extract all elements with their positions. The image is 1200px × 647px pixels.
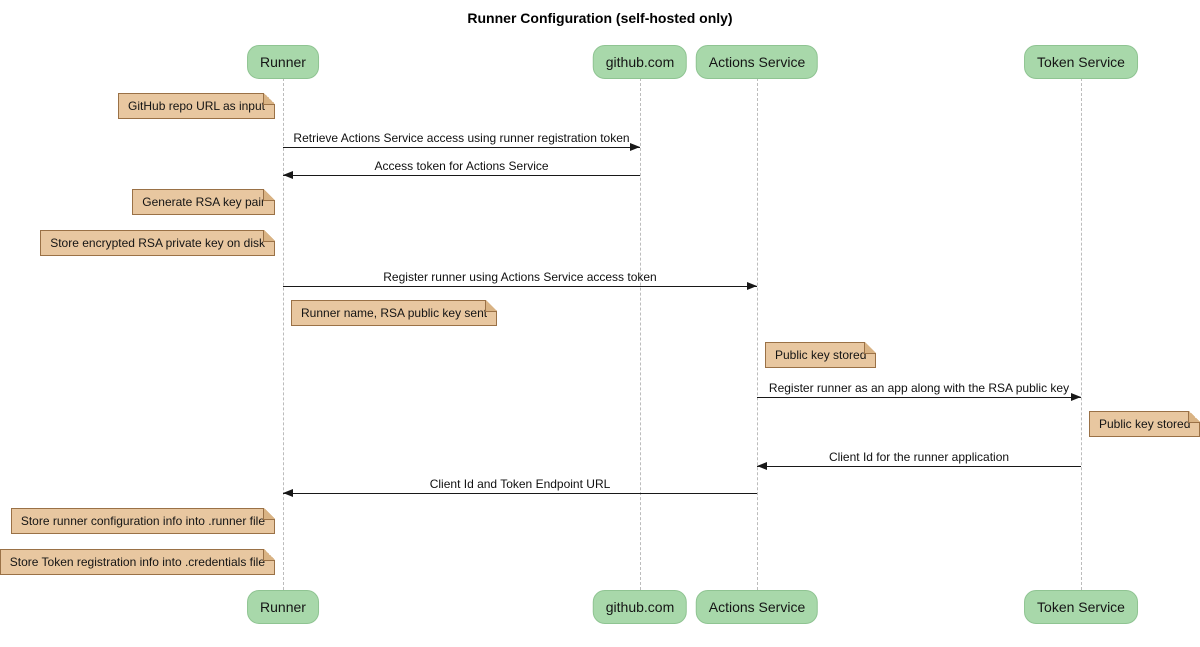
participant-github-com-top: github.com bbox=[592, 45, 688, 79]
message-line bbox=[757, 466, 1081, 467]
note: Runner name, RSA public key sent bbox=[291, 300, 498, 326]
arrowhead-icon bbox=[757, 461, 767, 470]
message-line bbox=[757, 397, 1081, 398]
message-label: Register runner as an app along with the… bbox=[768, 381, 1070, 395]
participant-label: Runner bbox=[260, 54, 306, 70]
arrowhead-icon bbox=[1071, 392, 1081, 401]
note-fold-icon bbox=[263, 230, 275, 242]
note-fold-icon bbox=[485, 300, 498, 312]
message: Register runner as an app along with the… bbox=[757, 381, 1081, 401]
note: Generate RSA key pair bbox=[132, 189, 275, 215]
message-line bbox=[283, 147, 640, 148]
participant-runner-top: Runner bbox=[247, 45, 319, 79]
participant-label: Actions Service bbox=[708, 599, 806, 615]
note: Store runner configuration info into .ru… bbox=[10, 508, 275, 534]
participant-label: github.com bbox=[605, 54, 675, 70]
participant-runner-bottom: Runner bbox=[247, 590, 319, 624]
message: Client Id and Token Endpoint URL bbox=[283, 477, 757, 497]
message-line bbox=[283, 286, 757, 287]
participant-token-service-top: Token Service bbox=[1024, 45, 1138, 79]
note-text: Store encrypted RSA private key on disk bbox=[50, 236, 265, 250]
message-label: Client Id and Token Endpoint URL bbox=[429, 477, 611, 491]
lifeline-token-service bbox=[1080, 78, 1082, 590]
diagram-title: Runner Configuration (self-hosted only) bbox=[467, 10, 733, 26]
message: Access token for Actions Service bbox=[283, 159, 640, 179]
arrowhead-icon bbox=[630, 142, 640, 151]
note-text: Public key stored bbox=[1099, 417, 1191, 431]
participant-github-com-bottom: github.com bbox=[592, 590, 688, 624]
message-label: Retrieve Actions Service access using ru… bbox=[293, 131, 630, 145]
participant-actions-service-top: Actions Service bbox=[695, 45, 819, 79]
note-fold-icon bbox=[263, 549, 275, 561]
arrowhead-icon bbox=[283, 170, 293, 179]
note-text: Public key stored bbox=[775, 348, 867, 362]
note-fold-icon bbox=[1188, 411, 1200, 423]
note-text: Generate RSA key pair bbox=[142, 195, 265, 209]
note: Public key stored bbox=[1089, 411, 1200, 437]
note: Store encrypted RSA private key on disk bbox=[40, 230, 275, 256]
note: Store Token registration info into .cred… bbox=[0, 549, 275, 575]
note-fold-icon bbox=[263, 93, 275, 105]
lifeline-runner bbox=[282, 78, 284, 590]
note-text: Store Token registration info into .cred… bbox=[9, 555, 265, 569]
note-text: GitHub repo URL as input bbox=[128, 99, 265, 113]
lifeline-github-com bbox=[639, 78, 641, 590]
participant-label: Token Service bbox=[1037, 599, 1125, 615]
note-fold-icon bbox=[263, 189, 275, 201]
message-label: Register runner using Actions Service ac… bbox=[383, 270, 657, 284]
participant-label: Token Service bbox=[1037, 54, 1125, 70]
lifeline-actions-service bbox=[756, 78, 758, 590]
message-line bbox=[283, 175, 640, 176]
message: Retrieve Actions Service access using ru… bbox=[283, 131, 640, 151]
note-fold-icon bbox=[864, 342, 877, 354]
message: Register runner using Actions Service ac… bbox=[283, 270, 757, 290]
note: GitHub repo URL as input bbox=[118, 93, 275, 119]
participant-label: github.com bbox=[605, 599, 675, 615]
participant-label: Actions Service bbox=[708, 54, 806, 70]
note-text: Store runner configuration info into .ru… bbox=[20, 514, 265, 528]
note-fold-icon bbox=[263, 508, 275, 520]
participant-actions-service-bottom: Actions Service bbox=[695, 590, 819, 624]
participant-label: Runner bbox=[260, 599, 306, 615]
participant-token-service-bottom: Token Service bbox=[1024, 590, 1138, 624]
message: Client Id for the runner application bbox=[757, 450, 1081, 470]
message-line bbox=[283, 493, 757, 494]
message-label: Client Id for the runner application bbox=[828, 450, 1010, 464]
note-text: Runner name, RSA public key sent bbox=[301, 306, 488, 320]
message-label: Access token for Actions Service bbox=[374, 159, 549, 173]
note: Public key stored bbox=[765, 342, 877, 368]
arrowhead-icon bbox=[283, 488, 293, 497]
arrowhead-icon bbox=[747, 281, 757, 290]
